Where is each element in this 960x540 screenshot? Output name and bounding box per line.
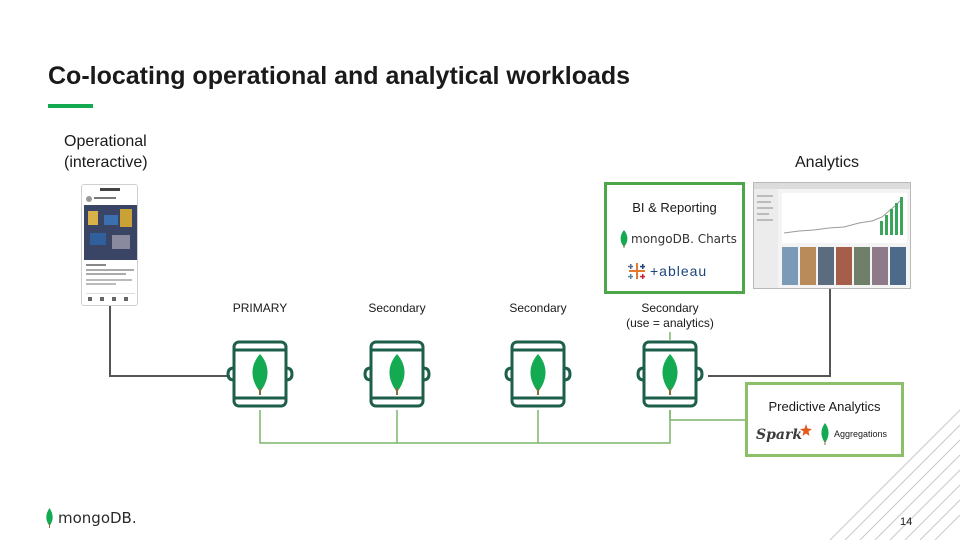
mongodb-charts-logo-text: mongoDB. Charts [631,232,737,246]
page-number: 14 [900,516,913,528]
predictive-analytics-box: Predictive Analytics Spark Aggregations [745,382,904,457]
predictive-analytics-title: Predictive Analytics [768,399,881,414]
analytics-label: Analytics [795,154,860,171]
phone-to-primary-line [109,306,230,377]
mongodb-node-icon-1 [224,338,296,415]
phone-app-screenshot [81,184,138,306]
footer-mongodb-logo: mongoDB. [45,508,137,528]
mongodb-leaf-icon [620,230,628,248]
decorative-hatch [829,409,960,540]
spark-logo-text: Spark [756,427,803,443]
operational-label-line2: (interactive) [64,154,148,171]
operational-label-line1: Operational [64,133,147,150]
node-label-4: Secondary(use = analytics) [610,301,730,331]
dashboard-screenshot [753,182,911,289]
node-label-text: PRIMARY [232,301,288,315]
slide-title: Co-locating operational and analytical w… [48,62,631,90]
spark-logo: Spark [756,423,813,447]
operational-label: Operational (interactive) [64,131,148,173]
node-label-1: PRIMARY [200,301,320,316]
aggregations-text: Aggregations [834,429,888,439]
node-label-3: Secondary [478,301,598,316]
title-underline [48,104,93,108]
tableau-logo: +ableau [627,261,707,281]
node-label-text: Secondary [368,301,426,315]
aggregations-label: Aggregations [820,422,887,446]
node-label-text: Secondary [641,301,699,315]
node-label-2: Secondary [337,301,457,316]
tableau-cross-icon [628,263,645,279]
mongodb-node-icon-2 [361,338,433,415]
footer-logo-text: mongoDB. [58,509,137,527]
replication-bus [259,410,671,444]
node-sublabel-text: (use = analytics) [626,316,714,330]
bi-reporting-title: BI & Reporting [632,200,717,215]
mongodb-leaf-icon [821,423,829,445]
mongodb-node-icon-4 [634,338,706,415]
tableau-logo-text: +ableau [650,263,708,279]
spark-star-icon [800,424,813,436]
analytics-to-predictive-line [669,410,745,421]
mongodb-node-icon-3 [502,338,574,415]
mongodb-charts-logo: mongoDB. Charts [619,229,737,249]
bi-reporting-box: BI & Reporting mongoDB. Charts +ableau [604,182,745,294]
analytics-to-dashboard-line [708,289,831,377]
mongodb-leaf-icon [46,508,53,528]
node-label-text: Secondary [509,301,567,315]
